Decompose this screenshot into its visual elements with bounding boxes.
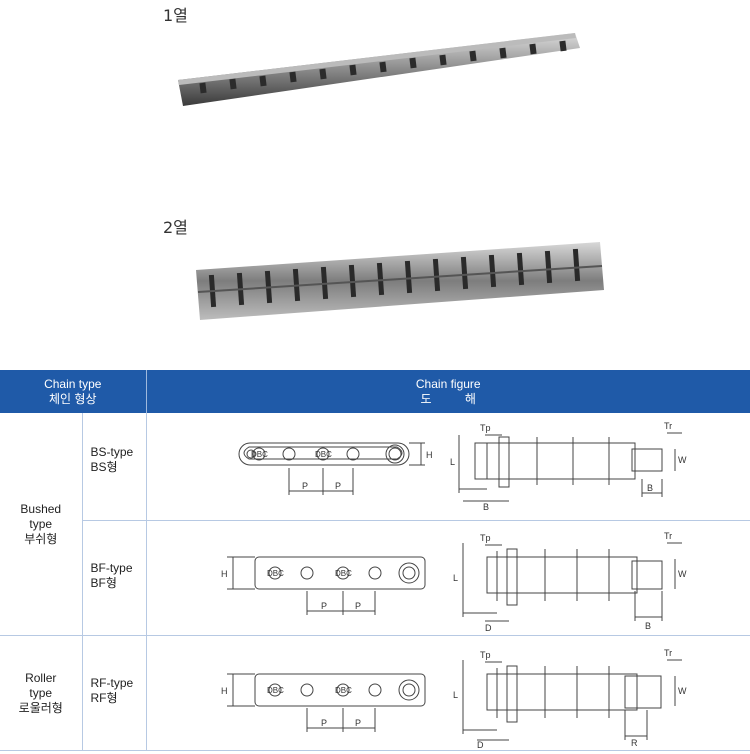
bs-b-2: B: [647, 483, 653, 493]
rf-type-figure: DBC DBC P P H Tp Tr L W D R: [146, 635, 750, 751]
bf-w: W: [678, 569, 687, 579]
rf-w: W: [678, 686, 687, 696]
bs-w: W: [678, 455, 687, 465]
table-row: Bushed type 부쉬형 BS-type BS형: [0, 413, 750, 636]
rf-dbc-2: DBC: [335, 686, 352, 695]
single-row-label: 1열: [163, 6, 188, 25]
table-row: BF-type BF형: [0, 520, 750, 636]
bushed-type-cell: Bushed type 부쉬형: [0, 413, 83, 636]
bf-tp: Tp: [480, 533, 491, 543]
bf-p-1: P: [321, 601, 327, 611]
double-row-chain-photo: [196, 242, 604, 320]
bf-type-figure: DBC DBC P P H Tp Tr L W D B: [146, 520, 750, 636]
bs-p-1: P: [302, 481, 308, 491]
rf-tr: Tr: [664, 648, 672, 658]
chain-figure-header: Chain figure 도 해: [146, 370, 750, 413]
bs-type-cell: BS-type BS형: [82, 413, 147, 521]
bs-tr: Tr: [664, 421, 672, 431]
bs-tp: Tp: [480, 423, 491, 433]
bs-dbc-1: DBC: [251, 450, 268, 459]
rf-l: L: [453, 690, 458, 700]
rf-r: R: [631, 738, 638, 748]
chain-type-header: Chain type 체인 형상: [0, 370, 147, 413]
bf-h: H: [221, 569, 228, 579]
bf-b: B: [645, 621, 651, 631]
bs-l: L: [450, 457, 455, 467]
bs-h: H: [426, 450, 433, 460]
bf-p-2: P: [355, 601, 361, 611]
bs-p-2: P: [335, 481, 341, 491]
bf-tr: Tr: [664, 531, 672, 541]
table-header-row: Chain type 체인 형상 Chain figure 도 해: [0, 370, 750, 413]
rf-p-2: P: [355, 718, 361, 728]
single-row-chain-photo: [178, 33, 580, 106]
rf-type-cell: RF-type RF형: [82, 635, 147, 751]
roller-type-cell: Roller type 로울러형: [0, 635, 83, 751]
bs-type-figure: DBC DBC P P H Tp Tr L W B B: [146, 413, 750, 521]
chain-spec-table: Chain type 체인 형상 Chain figure 도 해 Bushed…: [0, 370, 750, 751]
rf-h: H: [221, 686, 228, 696]
double-row-label: 2열: [163, 218, 188, 237]
table-row: Roller type 로울러형 RF-type RF형: [0, 635, 750, 751]
bs-dbc-2: DBC: [315, 450, 332, 459]
bs-b-1: B: [483, 502, 489, 512]
rf-tp: Tp: [480, 650, 491, 660]
bf-type-cell: BF-type BF형: [82, 520, 147, 636]
bf-l: L: [453, 573, 458, 583]
rf-d: D: [477, 740, 484, 750]
bf-dbc-1: DBC: [267, 569, 284, 578]
bf-d: D: [485, 623, 492, 633]
rf-dbc-1: DBC: [267, 686, 284, 695]
bf-dbc-2: DBC: [335, 569, 352, 578]
rf-p-1: P: [321, 718, 327, 728]
